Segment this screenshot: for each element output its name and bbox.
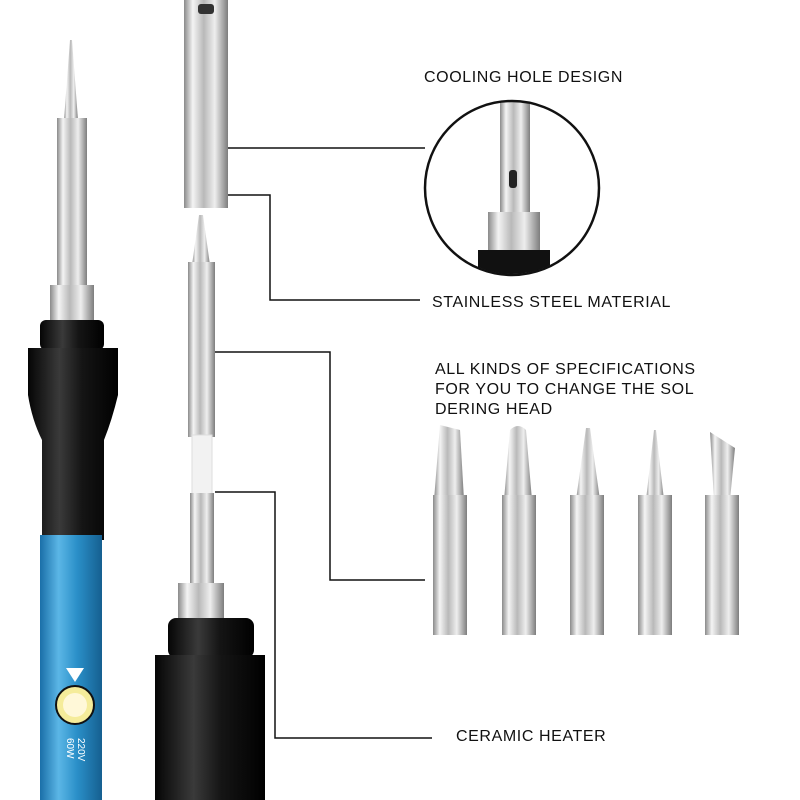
ceramic-heater	[191, 434, 213, 496]
tip-conical	[570, 428, 604, 635]
tip-knife	[705, 432, 739, 635]
label-specifications-2: FOR YOU TO CHANGE THE SOL	[435, 381, 695, 398]
power-label: 60W	[64, 738, 75, 759]
solder-tip-body	[188, 262, 215, 437]
handle-grip	[155, 655, 265, 800]
iron-tip-needle	[64, 40, 78, 120]
exploded-parts	[155, 0, 265, 800]
tip-bevel	[502, 426, 536, 635]
solder-tip-needle	[192, 215, 210, 265]
arrow-marker-icon	[66, 668, 84, 682]
steel-sleeve	[184, 0, 228, 208]
iron-nut	[50, 285, 94, 325]
assembled-soldering-iron	[28, 40, 118, 800]
leader-lines	[215, 147, 432, 739]
cooling-hole-detail	[423, 99, 601, 277]
iron-blue-shaft	[40, 535, 102, 800]
threaded-nut	[178, 583, 224, 623]
label-specifications-1: ALL KINDS OF SPECIFICATIONS	[435, 361, 696, 378]
replacement-tips	[433, 425, 739, 635]
voltage-label: 220V	[75, 738, 86, 762]
tip-chisel	[433, 425, 467, 635]
label-stainless-steel: STAINLESS STEEL MATERIAL	[432, 294, 672, 311]
heater-tube	[190, 493, 214, 585]
iron-tip-sleeve	[57, 118, 87, 290]
tip-fine	[638, 430, 672, 635]
label-cooling-hole: COOLING HOLE DESIGN	[424, 69, 623, 86]
label-specifications-3: DERING HEAD	[435, 401, 553, 418]
iron-handle-grip	[28, 348, 118, 540]
label-ceramic-heater: CERAMIC HEATER	[456, 728, 607, 745]
handle-rating: 220V 60W	[30, 738, 86, 775]
